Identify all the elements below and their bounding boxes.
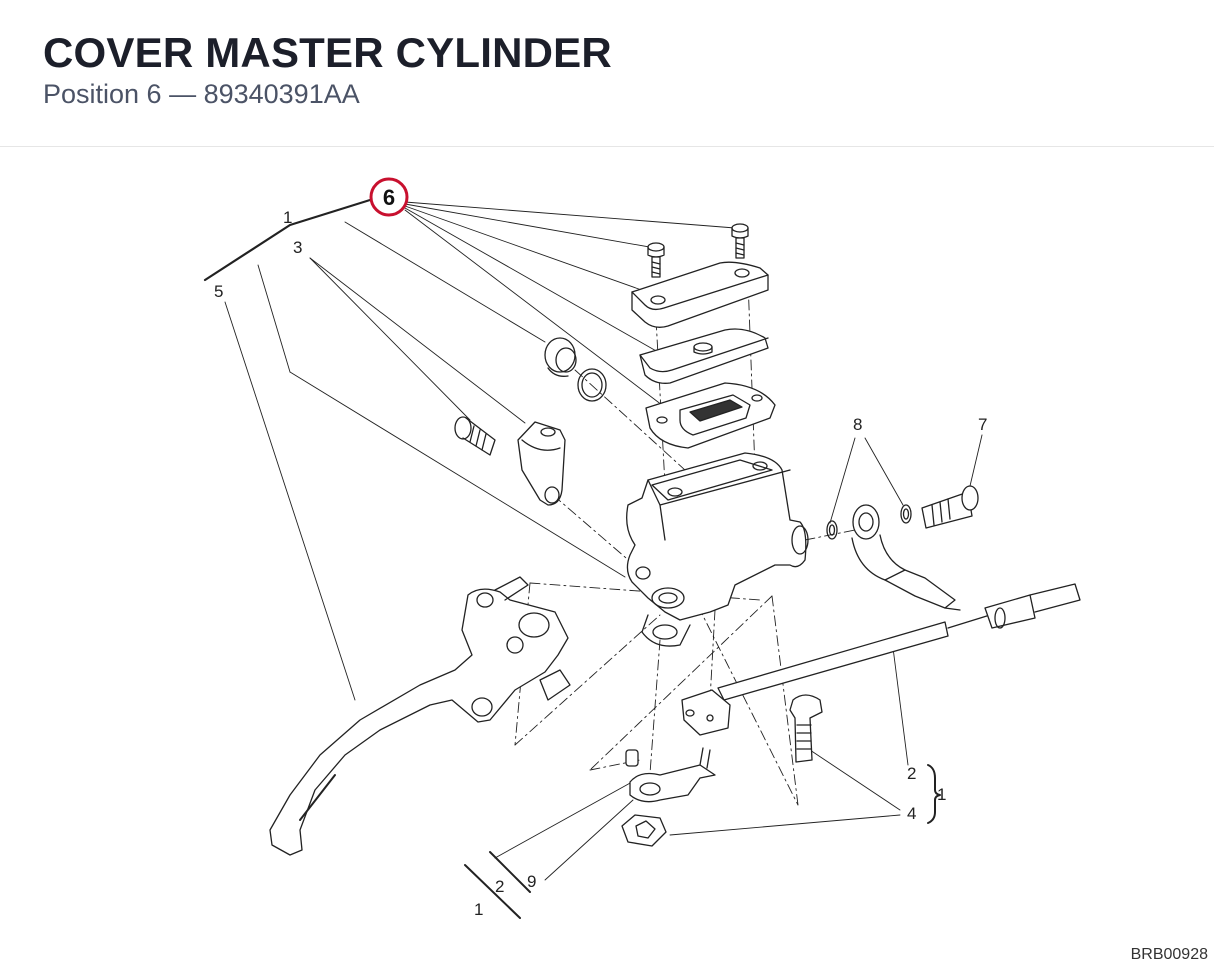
drawing-reference-code: BRB00928 (1130, 946, 1208, 963)
callout-1-bottom: 1 (474, 900, 483, 919)
callout-1-top: 1 (283, 208, 292, 227)
callout-9: 9 (527, 872, 536, 891)
callout-7: 7 (978, 415, 987, 434)
leader-lines (224, 221, 983, 881)
small-pin-icon (625, 749, 639, 767)
callout-5: 5 (214, 282, 223, 301)
cover-screw-right-icon (731, 223, 749, 259)
cover-screw-left-icon (647, 242, 665, 278)
group-bracket-lower-left-2 (489, 851, 531, 893)
banjo-washer-left-icon (826, 520, 838, 540)
highlighted-position-label: 6 (383, 185, 395, 210)
callout-2-right: 2 (907, 764, 916, 783)
callout-8: 8 (853, 415, 862, 434)
banjo-washer-right-icon (900, 504, 912, 524)
page-title: COVER MASTER CYLINDER (43, 29, 612, 76)
reservoir-cover-icon (631, 261, 769, 328)
group-bracket-lower-left (464, 864, 521, 919)
brake-switch-icon (681, 689, 731, 736)
locknut-icon (621, 814, 667, 847)
clamp-bolt-icon (454, 416, 496, 456)
callout-2-bottom: 2 (495, 877, 504, 896)
callout-6-leaders (404, 201, 736, 406)
page-subtitle: Position 6 — 89340391AA (43, 79, 360, 109)
callout-labels: 1 3 5 8 7 2 1 4 9 2 1 (214, 208, 987, 919)
group-bracket-1 (203, 198, 372, 282)
header: COVER MASTER CYLINDER Position 6 — 89340… (0, 0, 1214, 146)
brake-lever-icon (269, 576, 571, 856)
callout-1-right: 1 (937, 785, 946, 804)
handlebar-clamp-icon (517, 421, 566, 506)
switch-bracket-icon (629, 747, 716, 803)
bushing-icon (544, 337, 577, 377)
callout-3: 3 (293, 238, 302, 257)
banjo-bolt-icon (921, 485, 979, 529)
master-cylinder-body-icon (626, 452, 809, 647)
callout-4: 4 (907, 804, 916, 823)
spacer-bolt-icon (789, 694, 823, 763)
o-ring-icon (577, 368, 607, 402)
brake-hose-banjo-icon (851, 504, 961, 611)
rubber-diaphragm-icon (645, 382, 776, 449)
group-bracket-2-4 (927, 764, 941, 824)
brake-switch-cable-icon (717, 583, 1081, 701)
diaphragm-plate-icon (639, 328, 769, 384)
highlighted-position-marker[interactable]: 6 (369, 177, 409, 217)
header-divider (0, 146, 1214, 147)
